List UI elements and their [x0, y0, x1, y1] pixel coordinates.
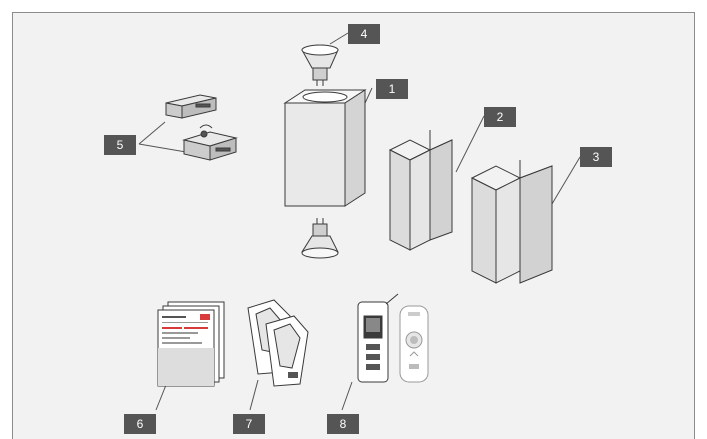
callout-8: 8 [327, 414, 359, 434]
leader-5b [138, 143, 187, 153]
diagram-frame [12, 12, 695, 439]
leader-8 [341, 381, 353, 411]
callout-3: 3 [580, 147, 612, 167]
bulb-top [301, 44, 339, 86]
leader-7 [249, 379, 259, 411]
cover-large [470, 160, 553, 284]
housing [283, 89, 367, 207]
leader-2 [455, 115, 485, 173]
leader-5a [138, 121, 166, 145]
brackets [165, 94, 238, 161]
remote [357, 293, 429, 383]
callout-7: 7 [233, 414, 265, 434]
bulb-bottom [301, 218, 339, 259]
cover-small [388, 130, 453, 251]
bags [247, 299, 309, 387]
manual [157, 301, 225, 387]
callout-5: 5 [104, 135, 136, 155]
callout-2: 2 [484, 107, 516, 127]
callout-1: 1 [376, 79, 408, 99]
callout-6: 6 [124, 414, 156, 434]
callout-4: 4 [348, 24, 380, 44]
leader-4 [329, 32, 349, 45]
